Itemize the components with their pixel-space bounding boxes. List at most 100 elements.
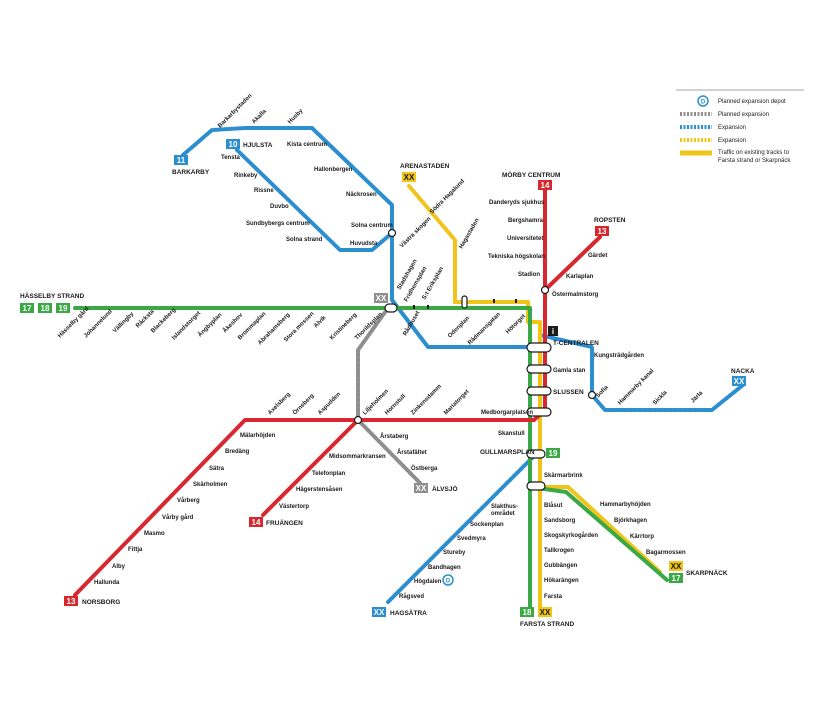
terminal-norsborg: NORSBORG <box>82 599 120 606</box>
station-varby-gard: Vårby gård <box>162 514 194 521</box>
station-rissne: Rissne <box>254 188 274 194</box>
badge-14-morby[interactable]: 14 <box>538 180 552 190</box>
info-icon[interactable] <box>548 326 558 336</box>
station-stadion: Stadion <box>518 272 540 278</box>
station-sickla: Sickla <box>652 389 669 406</box>
depot-letter: D <box>701 99 706 105</box>
terminal-alvsjo: ÄLVSJÖ <box>432 484 458 493</box>
station-hokarangen: Hökarängen <box>544 578 579 584</box>
station-tensta: Tensta <box>221 155 241 161</box>
badge-alvsjo-xx[interactable]: XX <box>414 483 428 493</box>
badge-arenastaden-xx[interactable]: XX <box>402 172 416 182</box>
station-gardet: Gärdet <box>588 253 607 259</box>
interchange-slussen[interactable] <box>526 386 552 396</box>
station-satra: Sätra <box>209 466 225 472</box>
red-line-ropsten <box>543 235 602 292</box>
station-tekniska: Tekniska högskolan <box>488 254 545 260</box>
station-hornstull: Hornstull <box>384 393 407 416</box>
terminal-fruangen: FRUÄNGEN <box>266 519 303 527</box>
legend-label-planned: Planned expansion <box>718 112 769 118</box>
interchange-skarmarbrink[interactable] <box>526 481 546 491</box>
station-odenplan: Odenplan <box>447 315 471 339</box>
station-medborgarplatsen: Medborgarplatsen <box>481 410 533 416</box>
station-akeshov: Åkeshov <box>221 311 244 334</box>
station-jarla: Järla <box>690 390 705 405</box>
badge-18-farsta[interactable]: 18 <box>520 607 534 617</box>
badge-13-ropsten[interactable]: 13 <box>595 226 609 236</box>
badge-19-hasselby[interactable]: 19 <box>56 303 70 313</box>
badge-17-skarpnack[interactable]: 17 <box>669 573 683 583</box>
interchange-gullmarsplan[interactable] <box>526 449 546 459</box>
badge-19-gullmarsplan[interactable]: 19 <box>546 448 560 458</box>
blue-expansion-nacka <box>538 333 745 412</box>
station-ostberga: Östberga <box>411 465 438 472</box>
svg-text:19: 19 <box>549 449 558 458</box>
station-svedmyra: Svedmyra <box>457 536 486 542</box>
badge-farsta-xx[interactable]: XX <box>538 607 552 617</box>
station-sodra-hagalund: Södra Hagalund <box>429 178 466 215</box>
station-skogskyrkogarden: Skogskyrkogården <box>544 532 598 539</box>
station-skanstull: Skanstull <box>498 431 525 437</box>
station-solna-strand: Solna strand <box>286 237 323 243</box>
terminal-barkarby: BARKARBY <box>172 169 210 176</box>
station-blackeberg: Blackeberg <box>150 307 177 334</box>
station-tallkrogen: Tallkrogen <box>544 548 574 554</box>
terminal-labels: BARKARBY HJULSTA ARENASTADEN MÖRBY CENTR… <box>20 142 755 628</box>
terminal-gullmarsplan: GULLMARSPLAN <box>480 449 535 456</box>
station-hotorget: Hötorget <box>505 313 527 335</box>
legend-label-traffic: Traffic on existing tracks to <box>718 150 790 156</box>
svg-text:13: 13 <box>598 227 607 236</box>
terminal-hasselby: HÄSSELBY STRAND <box>20 292 84 300</box>
badge-14-fruangen[interactable]: 14 <box>249 517 263 527</box>
lines <box>73 126 745 617</box>
station-fittja: Fittja <box>128 547 143 553</box>
terminal-tcentralen: T-CENTRALEN <box>553 340 599 347</box>
station-hogdalen: Högdalen <box>414 579 442 585</box>
station-stureby: Stureby <box>443 550 466 556</box>
station-bagarmossen: Bagarmossen <box>646 550 686 556</box>
station-midsommarkransen: Midsommarkransen <box>329 454 386 460</box>
station-barkarbystaden: Barkarbystaden <box>217 93 254 130</box>
badge-11[interactable]: 11 <box>174 155 188 165</box>
badge-13-norsborg[interactable]: 13 <box>64 596 78 606</box>
badge-18-hasselby[interactable]: 18 <box>38 303 52 313</box>
interchange-odenplan[interactable] <box>461 295 468 309</box>
badge-gray-xx[interactable]: XX <box>374 293 388 303</box>
interchange-ostermalmstorg[interactable] <box>540 285 550 295</box>
station-hallonbergen: Hallonbergen <box>314 167 353 173</box>
badge-nacka-xx[interactable]: XX <box>732 376 746 386</box>
station-karlaplan: Karlaplan <box>566 274 594 280</box>
badge-skarpnack-xx[interactable]: XX <box>669 561 683 571</box>
red-line-norsborg <box>73 418 536 597</box>
svg-text:18: 18 <box>41 304 50 313</box>
svg-text:XX: XX <box>734 377 745 386</box>
station-vastertorp: Västertorp <box>279 504 309 510</box>
interchange-liljeholmen[interactable] <box>353 415 363 425</box>
interchange-sofia[interactable] <box>587 390 597 400</box>
station-rinkeby: Rinkeby <box>234 173 258 179</box>
badge-17-hasselby[interactable]: 17 <box>20 303 34 313</box>
info-icon-glyph: i <box>552 327 554 336</box>
blue-line-hjulsta <box>235 148 394 252</box>
svg-text:19: 19 <box>59 304 68 313</box>
yellow-existing-skarpnack <box>538 485 662 574</box>
interchange-fridhemsplan[interactable] <box>384 303 398 313</box>
interchange-gamla-stan[interactable] <box>526 364 552 374</box>
line-badges: 11 10 XX 14 13 17 18 19 XX 19 XX XX 14 1… <box>20 139 746 617</box>
legend-label-expansion-yellow: Expansion <box>718 138 746 144</box>
svg-text:XX: XX <box>540 608 551 617</box>
station-blasut: Blåsut <box>544 502 562 509</box>
station-kista: Kista centrum <box>287 142 327 148</box>
interchange-medborgarplatsen[interactable] <box>526 407 552 417</box>
station-radmansgatan: Rådmansgatan <box>466 311 502 347</box>
badge-10[interactable]: 10 <box>226 139 240 149</box>
badge-hagsatra-xx[interactable]: XX <box>372 607 386 617</box>
terminal-hagsatra: HAGSÄTRA <box>390 609 427 617</box>
interchange-vastra-skogen[interactable] <box>387 228 397 238</box>
station-hammarbyhojden: Hammarbyhöjden <box>600 502 651 508</box>
terminal-farsta-strand: FARSTA STRAND <box>520 621 574 628</box>
station-axelsberg: Axelsberg <box>267 391 292 416</box>
interchange-tcentralen[interactable] <box>526 342 552 353</box>
legend: D Planned expansion depot Planned expans… <box>676 89 804 164</box>
terminal-hjulsta: HJULSTA <box>243 142 273 149</box>
